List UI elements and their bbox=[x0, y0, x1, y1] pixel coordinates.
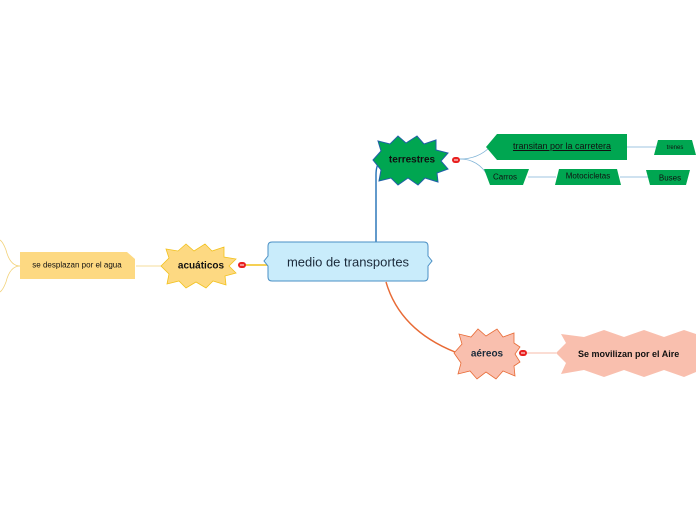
terrestres-node[interactable] bbox=[372, 135, 449, 186]
central-node-shape bbox=[263, 241, 433, 282]
terrestres-node-shape bbox=[372, 135, 449, 186]
connector-terrestres-carros bbox=[459, 158, 489, 177]
trenes-node-shape bbox=[654, 140, 696, 155]
motocicletas-node[interactable] bbox=[555, 169, 621, 185]
connector-agua-offshoot-bottom bbox=[0, 265, 21, 293]
buses-node[interactable] bbox=[646, 170, 690, 185]
carros-node-shape bbox=[484, 169, 529, 185]
aereos-node[interactable] bbox=[453, 328, 521, 380]
agua-node-shape bbox=[20, 252, 135, 279]
connector-central-aereos bbox=[385, 281, 456, 353]
carretera-node-shape bbox=[486, 134, 627, 160]
collapse-toggle-aereos[interactable] bbox=[519, 350, 527, 356]
aire-node-shape bbox=[556, 330, 696, 377]
carretera-node[interactable] bbox=[486, 134, 627, 160]
trenes-node[interactable] bbox=[654, 140, 696, 155]
connector-terrestres-carretera bbox=[459, 146, 491, 160]
collapse-toggles bbox=[238, 157, 527, 356]
buses-node-shape bbox=[646, 170, 690, 185]
central-node[interactable] bbox=[263, 241, 433, 282]
acuaticos-node[interactable] bbox=[160, 243, 237, 289]
connector-agua-offshoot-top bbox=[0, 239, 21, 267]
aire-node[interactable] bbox=[556, 330, 696, 377]
collapse-toggle-terrestres[interactable] bbox=[452, 157, 460, 163]
connector-central-terrestres bbox=[375, 161, 381, 243]
collapse-toggle-acuaticos[interactable] bbox=[238, 262, 246, 268]
motocicletas-node-shape bbox=[555, 169, 621, 185]
aereos-node-shape bbox=[453, 328, 521, 380]
acuaticos-node-shape bbox=[160, 243, 237, 289]
carros-node[interactable] bbox=[484, 169, 529, 185]
agua-node[interactable] bbox=[20, 252, 135, 279]
